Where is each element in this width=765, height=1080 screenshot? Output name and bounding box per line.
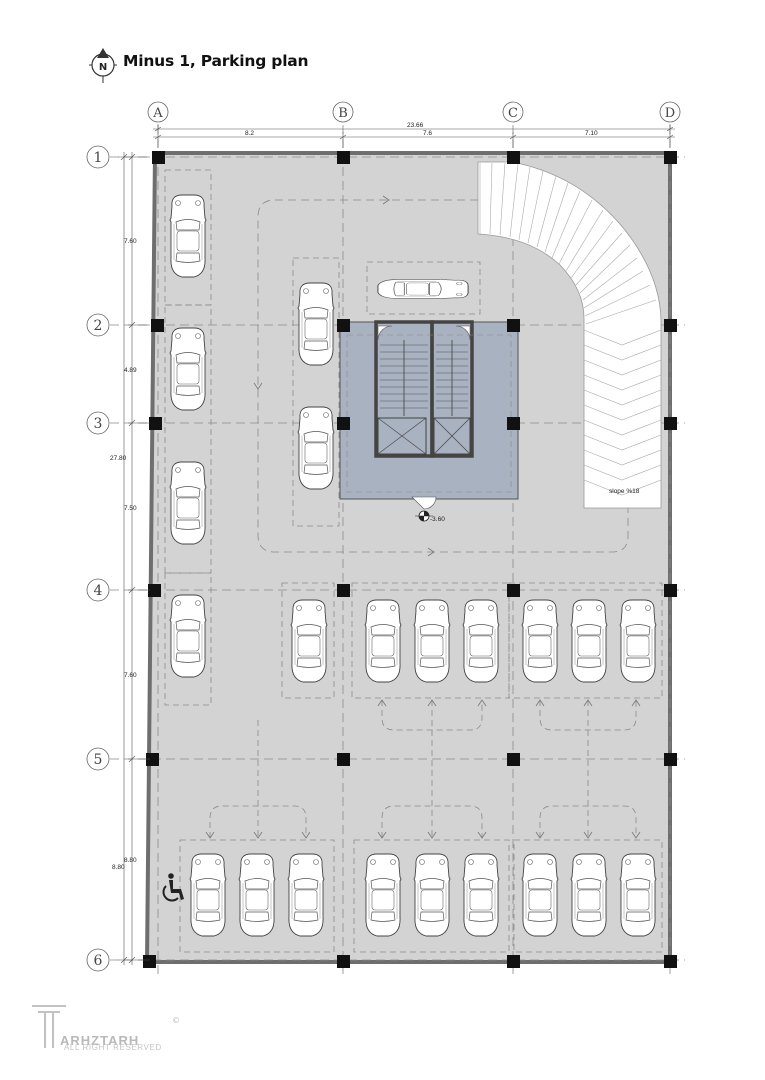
car xyxy=(290,599,328,683)
axis-label-4: 4 xyxy=(94,583,103,599)
car xyxy=(619,853,657,937)
car xyxy=(570,599,608,683)
car xyxy=(462,853,500,937)
stair-treads xyxy=(380,340,468,416)
car xyxy=(413,853,451,937)
dimension-height-56: 8.80 xyxy=(124,857,137,864)
dimension-lines-vertical xyxy=(118,152,150,965)
car xyxy=(570,853,608,937)
dimension-height-12: 7.60 xyxy=(124,238,137,245)
maneuver-arrows xyxy=(209,700,637,838)
watermark-subtitle: ALL RIGHT RESERVED xyxy=(64,1043,162,1052)
axis-label-6: 6 xyxy=(94,953,103,969)
axis-label-b: B xyxy=(338,106,348,121)
car xyxy=(521,853,559,937)
ramp-slope-label: slope %18 xyxy=(609,488,640,495)
car xyxy=(364,853,402,937)
car xyxy=(619,599,657,683)
car xyxy=(287,853,325,937)
dimension-height-56-extra: 8.80 xyxy=(112,864,125,871)
page-title: Minus 1, Parking plan xyxy=(123,52,309,70)
axis-label-3: 3 xyxy=(94,416,103,432)
north-arrow-icon xyxy=(89,48,117,83)
watermark-brand: ARHZTARH xyxy=(60,1033,140,1048)
car xyxy=(521,599,559,683)
car xyxy=(169,594,207,678)
car xyxy=(297,282,335,366)
car xyxy=(169,327,207,411)
dimension-height-34: 7.50 xyxy=(124,505,137,512)
watermark-copyright: © xyxy=(172,1016,180,1025)
car xyxy=(297,406,335,490)
car xyxy=(169,461,207,545)
dimension-width-bc: 7.6 xyxy=(423,130,432,137)
dimension-lines-horizontal xyxy=(153,124,675,148)
column-axis-bubbles xyxy=(147,101,681,123)
axis-label-5: 5 xyxy=(94,752,103,768)
ramp-curve-treads xyxy=(479,162,657,325)
car xyxy=(189,853,227,937)
structural-columns xyxy=(143,151,677,968)
floor-slab xyxy=(147,153,670,962)
dimension-total-height: 27.80 xyxy=(110,455,127,462)
axis-label-a: A xyxy=(152,106,163,121)
driving-path xyxy=(257,199,629,553)
watermark-logo-icon xyxy=(32,1005,66,1048)
car xyxy=(169,194,207,278)
north-label: N xyxy=(99,62,107,73)
car xyxy=(462,599,500,683)
ramp-straight-treads xyxy=(583,329,662,496)
path-arrows xyxy=(253,195,435,557)
maneuver-arrowheads xyxy=(205,699,641,839)
dimension-total-width: 23.66 xyxy=(407,122,424,129)
stair-elevator-core xyxy=(339,320,519,510)
car xyxy=(413,599,451,683)
row-axis-bubbles xyxy=(86,145,110,972)
car xyxy=(377,278,469,300)
dimension-height-23: 4.89 xyxy=(124,367,137,374)
axis-label-d: D xyxy=(665,106,675,121)
axis-label-2: 2 xyxy=(94,318,103,334)
dimension-width-cd: 7.10 xyxy=(585,130,598,137)
axis-label-c: C xyxy=(508,106,518,121)
level-label: -3.60 xyxy=(430,516,445,523)
ramp xyxy=(477,161,662,509)
axis-label-1: 1 xyxy=(94,150,103,166)
car xyxy=(364,599,402,683)
dimension-height-45: 7.60 xyxy=(124,672,137,679)
level-marker xyxy=(415,510,433,522)
dimension-width-ab: 8.2 xyxy=(245,130,254,137)
wheelchair-icon xyxy=(162,873,184,902)
car xyxy=(238,853,276,937)
